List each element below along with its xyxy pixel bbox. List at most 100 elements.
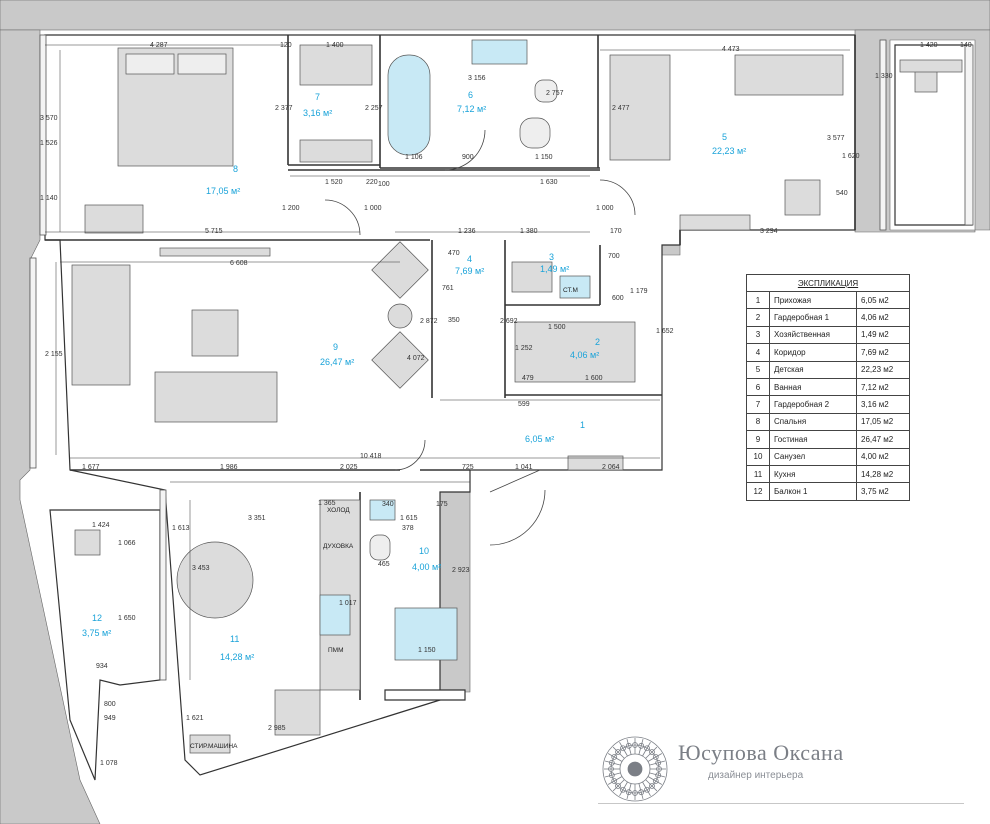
dimension-label: 1 621	[186, 715, 204, 722]
hall-cabinet	[567, 455, 624, 471]
legend-cell-area: 3,16 м2	[856, 395, 909, 414]
room-area-11: 14,28 м²	[220, 652, 254, 662]
room-num-8: 8	[233, 164, 238, 174]
kitchen-corner	[274, 689, 321, 736]
label-holod: ХОЛОД	[327, 507, 350, 514]
sofa-living2	[154, 371, 278, 423]
room-area-9: 26,47 м²	[320, 357, 354, 367]
dimension-label: 340	[382, 501, 394, 508]
door-entrance	[489, 469, 541, 493]
legend-cell-n: 7	[747, 395, 770, 414]
bed-child	[609, 54, 671, 161]
room-area-1: 6,05 м²	[525, 434, 554, 444]
room-num-11: 11	[230, 634, 239, 644]
room-area-12: 3,75 м²	[82, 628, 111, 638]
dimension-label: 1 380	[520, 228, 538, 235]
dimension-label: 3 577	[827, 135, 845, 142]
dimension-label: 6 608	[230, 260, 248, 267]
dimension-label: 761	[442, 285, 454, 292]
label-pmm: ПММ	[328, 647, 344, 654]
room-num-12: 12	[92, 613, 102, 623]
dimension-label: 540	[836, 190, 848, 197]
dimension-label: 2 155	[45, 351, 63, 358]
door-kitchen	[394, 439, 426, 471]
furniture	[71, 39, 963, 754]
dimension-label: 1 420	[920, 42, 938, 49]
legend-cell-name: Гардеробная 2	[769, 395, 857, 414]
armchair1	[371, 241, 429, 299]
designer-subtitle: дизайнер интерьера	[708, 770, 804, 781]
dimension-label: 1 424	[92, 522, 110, 529]
legend-cell-area: 1,49 м2	[856, 325, 909, 344]
room-area-10: 4,00 м²	[412, 562, 441, 572]
dimension-label: 3 294	[760, 228, 778, 235]
dimension-label: 2 985	[268, 725, 286, 732]
legend-cell-name: Ванная	[769, 377, 857, 396]
room-num-5: 5	[722, 132, 727, 142]
dimension-label: 2 477	[612, 105, 630, 112]
dimension-label: 800	[104, 701, 116, 708]
room-num-3: 3	[549, 252, 554, 262]
washing-machine	[189, 734, 231, 754]
bidet	[534, 79, 558, 103]
side-table	[387, 303, 413, 329]
dimension-label: 599	[518, 401, 530, 408]
floor-bath-bottom	[384, 689, 466, 701]
dimension-label: 4 287	[150, 42, 168, 49]
kitchen-sink	[319, 594, 351, 636]
label-stm: СТ.М	[563, 287, 578, 294]
dimension-label: 1 106	[405, 154, 423, 161]
interior-walls	[45, 35, 856, 700]
dimension-label: 378	[402, 525, 414, 532]
wall-top	[0, 0, 990, 31]
dimension-label: 170	[610, 228, 622, 235]
legend-cell-name: Гостиная	[769, 430, 857, 449]
window-child	[879, 39, 887, 231]
wall-right-top	[854, 29, 990, 233]
wardrobe2-shelf	[299, 44, 373, 86]
dimension-label: 1 041	[515, 464, 533, 471]
dining-table	[176, 541, 254, 619]
legend-cell-n: 4	[747, 343, 770, 362]
dimension-label: 140	[960, 42, 972, 49]
room-num-2: 2	[595, 337, 600, 347]
dimension-label: 949	[104, 715, 116, 722]
room-area-6: 7,12 м²	[457, 104, 486, 114]
dimension-label: 1 330	[875, 73, 893, 80]
door-child	[599, 179, 636, 216]
washer-stm	[559, 275, 591, 299]
dimension-label: 2 064	[602, 464, 620, 471]
dimension-label: 4 473	[722, 46, 740, 53]
dimension-label: 3 453	[192, 565, 210, 572]
mandala-logo-icon	[602, 736, 668, 802]
legend-cell-n: 11	[747, 464, 770, 483]
legend-cell-name: Гардеробная 1	[769, 308, 857, 327]
legend-cell-area: 6,05 м2	[856, 292, 909, 309]
wc-sink	[369, 499, 396, 521]
dimension-label: 470	[448, 250, 460, 257]
sofa-child	[734, 54, 844, 96]
legend-cell-n: 10	[747, 447, 770, 466]
dimension-label: 1 677	[82, 464, 100, 471]
window-bedroom	[39, 34, 47, 236]
legend-title: ЭКСПЛИКАЦИЯ	[747, 275, 909, 292]
dimension-label: 934	[96, 663, 108, 670]
brand-underline	[598, 803, 964, 804]
dimension-label: 1 615	[400, 515, 418, 522]
room-num-1: 1	[580, 420, 585, 430]
door-bedroom	[324, 199, 361, 236]
legend-cell-name: Кухня	[769, 464, 857, 483]
legend-cell-n: 8	[747, 412, 770, 431]
dimension-label: 1 078	[100, 760, 118, 767]
coffee-table	[191, 309, 239, 357]
dimension-label: 1 252	[515, 345, 533, 352]
